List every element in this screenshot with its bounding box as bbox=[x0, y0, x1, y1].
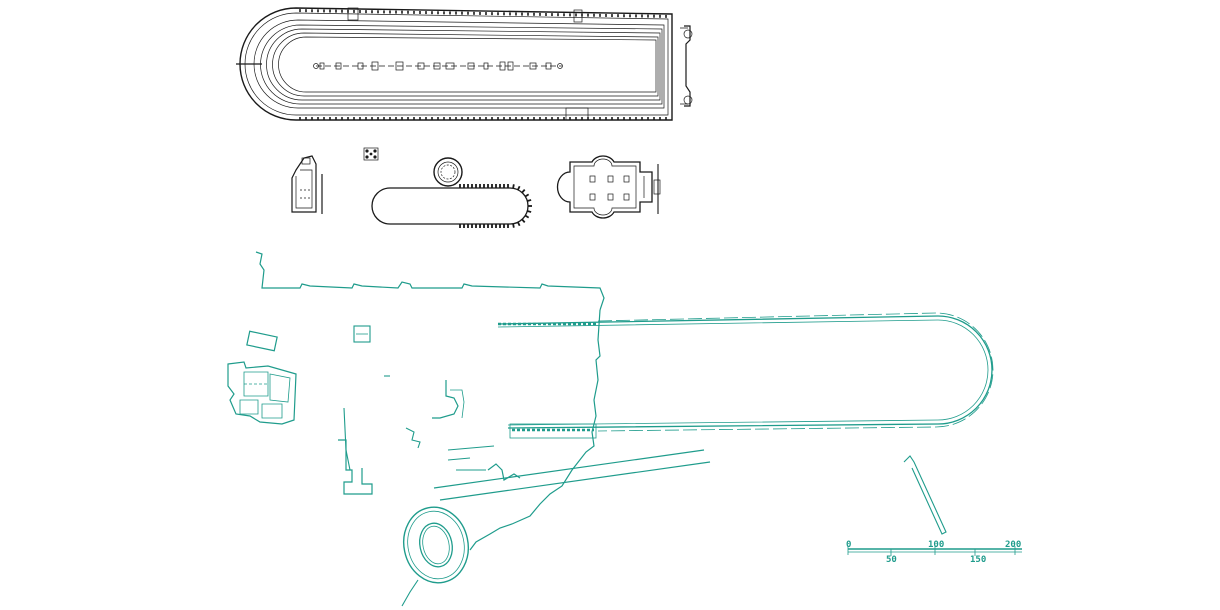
quatrefoil-plan bbox=[363, 147, 379, 161]
buttress-tick bbox=[521, 189, 526, 194]
scale-label-100: 100 bbox=[928, 540, 944, 550]
buttress-tick bbox=[527, 210, 532, 213]
church-piers bbox=[589, 175, 630, 201]
site-circus-track bbox=[497, 312, 994, 439]
scale-label-150: 150 bbox=[970, 555, 986, 565]
scale-label-50: 50 bbox=[886, 555, 897, 565]
site-plan bbox=[227, 251, 994, 607]
buttress-tick bbox=[512, 184, 515, 189]
buttress-tick bbox=[517, 185, 521, 191]
buttress-tick bbox=[521, 218, 526, 223]
buttress-tick bbox=[527, 199, 532, 202]
spina-monuments bbox=[313, 61, 563, 71]
circus-wall-buttresses bbox=[299, 9, 667, 120]
site-amphitheatre bbox=[401, 506, 469, 607]
buttress-tick bbox=[524, 193, 530, 198]
stadium-with-rotunda-plan bbox=[371, 157, 532, 228]
buttress-tick bbox=[517, 221, 521, 227]
small-temple-plan bbox=[291, 155, 323, 214]
cross-church-plan bbox=[556, 155, 661, 219]
scale-label-0: 0 bbox=[846, 540, 851, 550]
buttress-tick bbox=[512, 223, 515, 228]
site-palace-buildings bbox=[227, 330, 297, 425]
scale-label-200: 200 bbox=[1005, 540, 1021, 550]
circus-plan bbox=[236, 7, 693, 121]
stadium-buttresses bbox=[459, 184, 532, 228]
scale-bar: 0 100 200 50 150 bbox=[846, 540, 1022, 565]
buttress-tick bbox=[524, 214, 530, 219]
